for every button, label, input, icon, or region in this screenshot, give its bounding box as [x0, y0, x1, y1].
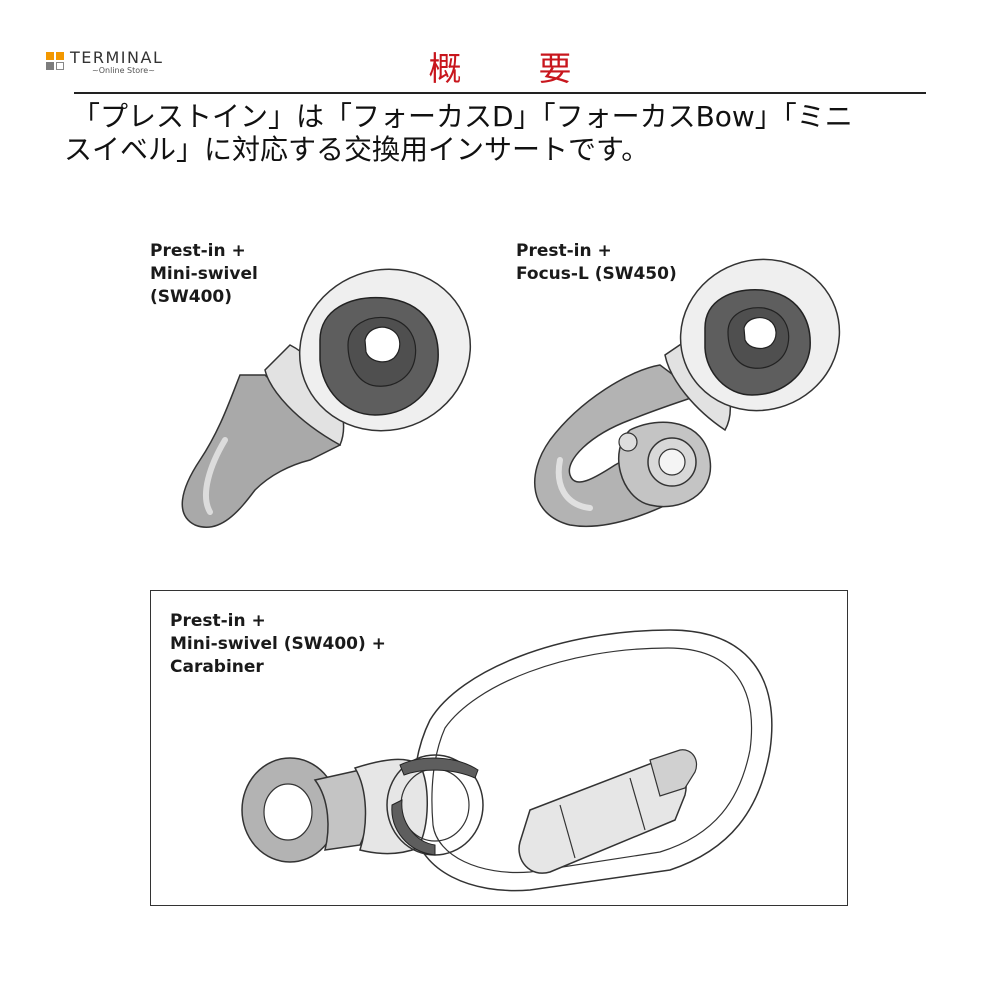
carabiner-frame-inner — [431, 647, 753, 874]
logo-name: TERMINAL — [70, 48, 164, 67]
carabiner-lock-button — [649, 749, 698, 797]
swivel-body-highlight — [203, 437, 228, 515]
figure-3-label-line-3: Carabiner — [170, 657, 264, 677]
figure-1-label-line-2: Mini-swivel — [150, 264, 258, 284]
figure-1-label-line-3: (SW400) — [150, 287, 233, 307]
logo-tagline: ~Online Store~ — [92, 66, 155, 75]
figure-1-label: Prest-in + Mini-swivel (SW400) — [150, 240, 258, 309]
combination-panel — [150, 590, 848, 906]
mini-swivel-illustration — [181, 268, 472, 528]
logo-squares-icon — [46, 52, 66, 72]
carabiner-prest-in-insert-lower — [391, 799, 436, 856]
focus-l-illustration — [533, 258, 841, 527]
sleeve-ridge-1 — [559, 804, 576, 859]
title-divider — [74, 92, 926, 94]
sleeve-ridge-2 — [629, 777, 646, 831]
figure-2-label-line-2: Focus-L (SW450) — [516, 264, 677, 284]
logo-square-outline — [56, 62, 64, 70]
page-title: 概 要 — [428, 49, 594, 88]
figure-2-label: Prest-in + Focus-L (SW450) — [516, 240, 677, 286]
carabiner-combination-illustration — [241, 629, 773, 892]
insert-hole — [364, 326, 401, 363]
description-line-2: スイベル」に対応する交換用インサートです。 — [64, 133, 650, 166]
description: 「プレストイン」は「フォーカスD」「フォーカスBow」「ミニ スイベル」に対応す… — [64, 100, 934, 166]
logo-square-orange-2 — [56, 52, 64, 60]
focus-rivet-small — [618, 432, 638, 452]
figure-3-label-line-2: Mini-swivel (SW400) + — [170, 634, 386, 654]
figure-3-label: Prest-in + Mini-swivel (SW400) + Carabin… — [170, 610, 386, 679]
logo-square-gray — [46, 62, 54, 70]
figure-3-label-line-1: Prest-in + — [170, 611, 266, 631]
focus-insert-hole — [743, 317, 777, 350]
terminal-logo[interactable]: TERMINAL ~Online Store~ — [46, 48, 186, 82]
description-line-1: 「プレストイン」は「フォーカスD」「フォーカスBow」「ミニ — [72, 100, 853, 133]
figure-2-label-line-1: Prest-in + — [516, 241, 612, 261]
focus-hook-highlight — [555, 457, 593, 511]
swivel-eye-hole — [263, 783, 313, 841]
carabiner-prest-in-insert — [399, 757, 479, 779]
figure-1-label-line-1: Prest-in + — [150, 241, 246, 261]
focus-rivet-large-inner — [658, 448, 686, 476]
logo-square-orange — [46, 52, 54, 60]
